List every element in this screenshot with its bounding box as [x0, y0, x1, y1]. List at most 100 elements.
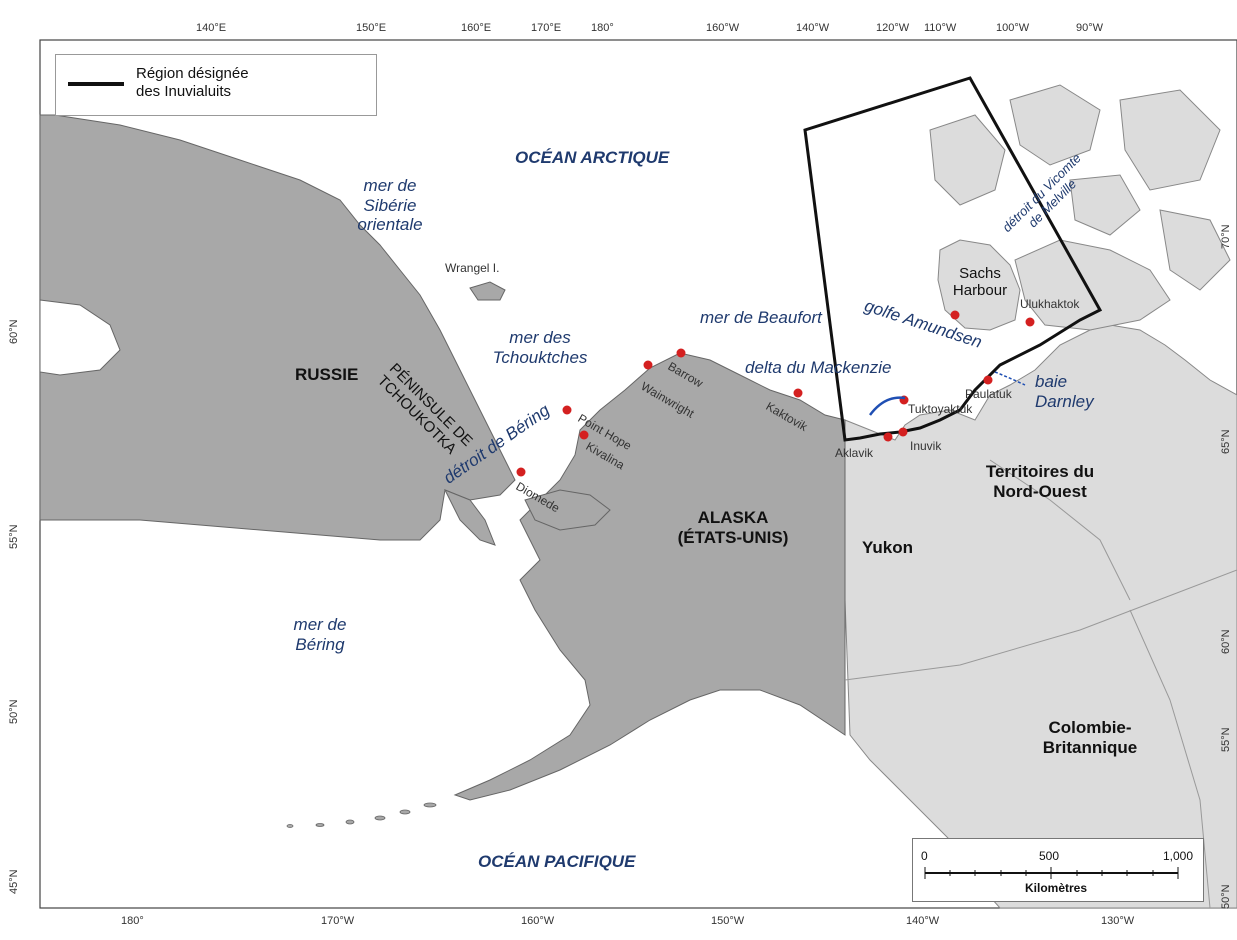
label-east-siberian-sea: mer de Sibérie orientale	[350, 176, 430, 235]
label-russia: RUSSIE	[295, 365, 359, 384]
label-chukchi-sea-2: Tchouktches	[492, 347, 588, 367]
tick-top-1: 150°E	[356, 22, 387, 34]
tick-top-2: 160°E	[461, 22, 492, 34]
tick-left-3: 45°N	[8, 869, 20, 894]
label-mackenzie-delta: delta du Mackenzie	[745, 358, 892, 377]
community-marker-11	[516, 467, 526, 477]
tick-bottom-2: 160°W	[521, 915, 555, 927]
legend-label-line2: des Inuvialuits	[136, 83, 232, 100]
map-legend: Région désignée des Inuvialuits	[55, 54, 377, 116]
tick-top-9: 100°W	[996, 22, 1030, 34]
label-bering-sea-2: Béring	[295, 634, 345, 654]
canada-mainland	[844, 324, 1237, 909]
community-marker-7	[676, 348, 686, 358]
scale-bar-graphic	[924, 867, 1179, 879]
label-british-columbia: Colombie- Britannique	[1030, 718, 1150, 757]
scale-bar: 0 500 1,000 Kilomètres	[912, 838, 1204, 902]
label-sachs-harbour: Sachs Harbour	[945, 265, 1015, 300]
scale-unit: Kilomètres	[1025, 881, 1088, 895]
tick-bottom-4: 140°W	[906, 915, 940, 927]
label-darnley-bay-1: baie	[1035, 372, 1068, 391]
tick-right-0: 70°N	[1220, 224, 1232, 249]
tick-top-8: 110°W	[924, 22, 957, 34]
label-nwt-2: Nord-Ouest	[993, 481, 1087, 501]
scale-label-0: 0	[921, 849, 928, 863]
label-northwest-territories: Territoires du Nord-Ouest	[970, 462, 1110, 501]
tick-top-5: 160°W	[706, 22, 740, 34]
tick-right-4: 50°N	[1220, 884, 1232, 909]
label-ulukhaktok: Ulukhaktok	[1020, 297, 1080, 311]
label-alaska-2: (ÉTATS-UNIS)	[677, 527, 789, 547]
aleutian-islands	[286, 802, 437, 828]
legend-boundary-swatch	[68, 82, 124, 86]
label-yukon: Yukon	[862, 538, 914, 557]
banks-victoria-islands	[937, 239, 1171, 331]
label-bc-1: Colombie-	[1048, 718, 1132, 737]
label-tuktoyaktuk: Tuktoyaktuk	[908, 402, 973, 416]
scale-label-1000: 1,000	[1163, 849, 1194, 863]
label-east-siberian-sea-3: orientale	[357, 215, 423, 235]
community-marker-10	[579, 430, 589, 440]
label-aklavik: Aklavik	[835, 446, 874, 460]
label-bc-2: Britannique	[1042, 737, 1138, 757]
tick-left-1: 55°N	[8, 524, 20, 549]
legend-label-line1: Région désignée	[136, 65, 249, 82]
community-markers	[516, 310, 1035, 477]
tick-right-2: 60°N	[1220, 629, 1232, 654]
label-bering-sea-1: mer de	[293, 615, 347, 634]
tick-top-10: 90°W	[1076, 22, 1104, 34]
wrangel-island	[469, 281, 506, 301]
label-alaska: ALASKA (ÉTATS-UNIS)	[673, 508, 793, 547]
community-marker-9	[562, 405, 572, 415]
community-marker-2	[983, 375, 993, 385]
label-alaska-1: ALASKA	[697, 508, 769, 527]
community-marker-5	[883, 432, 893, 442]
community-marker-1	[1025, 317, 1035, 327]
tick-right-3: 55°N	[1220, 727, 1232, 752]
label-bering-sea: mer de Béring	[285, 615, 355, 654]
kamchatka	[443, 489, 496, 546]
label-east-siberian-sea-2: Sibérie	[363, 195, 417, 215]
tick-left-2: 50°N	[8, 699, 20, 724]
arctic-islands	[929, 84, 1231, 291]
scale-label-500: 500	[1039, 849, 1060, 863]
tick-bottom-3: 150°W	[711, 915, 745, 927]
tick-right-1: 65°N	[1220, 429, 1232, 454]
territorial-borders	[844, 459, 1237, 909]
alaska-landmass	[453, 352, 846, 801]
label-darnley-bay: baie Darnley	[1035, 372, 1094, 411]
darnley-bay-arrow	[994, 371, 1026, 386]
label-east-siberian-sea-1: mer de	[363, 176, 417, 195]
label-arctic-ocean: OCÉAN ARCTIQUE	[515, 148, 670, 167]
tick-bottom-0: 180°	[121, 915, 144, 927]
mackenzie-delta-arrow	[869, 396, 906, 416]
label-beaufort-sea: mer de Beaufort	[700, 308, 822, 327]
label-inuvik: Inuvik	[910, 439, 942, 453]
community-marker-8	[643, 360, 653, 370]
label-sachs-1: Sachs	[959, 265, 1001, 282]
label-sachs-2: Harbour	[952, 282, 1008, 300]
tick-top-3: 170°E	[531, 22, 562, 34]
community-marker-6	[793, 388, 803, 398]
legend-label: Région désignée des Inuvialuits	[136, 65, 249, 101]
tick-bottom-5: 130°W	[1101, 915, 1135, 927]
label-wrangel-island: Wrangel I.	[445, 261, 500, 275]
label-chukchi-sea: mer des Tchouktches	[480, 328, 600, 367]
tick-left-0: 60°N	[8, 319, 20, 344]
russia-landmass	[39, 114, 516, 541]
label-nwt-1: Territoires du	[985, 462, 1095, 481]
community-marker-4	[898, 427, 908, 437]
label-darnley-bay-2: Darnley	[1035, 391, 1094, 411]
label-chukchi-sea-1: mer des	[509, 328, 571, 347]
tick-top-0: 140°E	[196, 22, 227, 34]
tick-top-4: 180°	[591, 22, 614, 34]
tick-top-6: 140°W	[796, 22, 830, 34]
community-marker-0	[950, 310, 960, 320]
alaska-seward-peninsula	[524, 489, 611, 531]
label-pacific-ocean: OCÉAN PACIFIQUE	[478, 852, 636, 871]
tick-bottom-1: 170°W	[321, 915, 355, 927]
label-paulatuk: Paulatuk	[965, 387, 1012, 401]
tick-top-7: 120°W	[876, 22, 910, 34]
sea-of-okhotsk	[39, 299, 121, 376]
